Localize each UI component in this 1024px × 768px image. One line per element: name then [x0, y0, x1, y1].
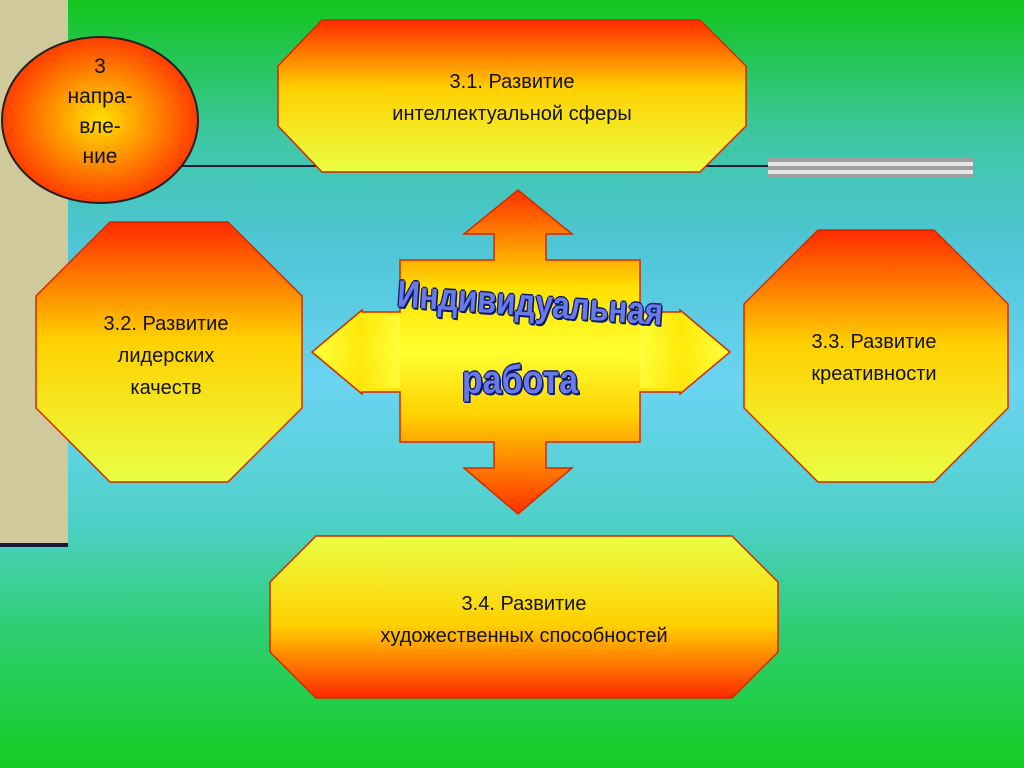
- center-cross-horizontal-highlight: [318, 316, 400, 388]
- center-cross-arrows: [310, 189, 732, 515]
- box-left-line-3: качеств: [130, 377, 202, 399]
- box-top-line-1: 3.1. Развитие: [449, 71, 575, 93]
- side-divider: [0, 543, 68, 547]
- box-bottom-line-2: художественных способностей: [380, 625, 668, 647]
- box-right-line-2: креативности: [811, 363, 937, 385]
- center-title-line-2: работа: [461, 358, 579, 402]
- direction-badge: 3 напра- вле- ние: [0, 52, 200, 172]
- box-left-label: 3.2. Развитие лидерских качеств: [46, 308, 286, 404]
- box-top-shape: [277, 19, 747, 173]
- badge-circle: [1, 36, 199, 204]
- badge-line-3: вле-: [79, 115, 121, 138]
- box-bottom-line-1: 3.4. Развитие: [461, 593, 587, 615]
- box-left-line-1: 3.2. Развитие: [103, 313, 229, 335]
- box-top-line-2: интеллектуальной сферы: [392, 103, 632, 125]
- box-left-shape: [35, 221, 303, 483]
- badge-line-1: 3: [94, 55, 106, 78]
- box-left-line-2: лидерских: [117, 345, 215, 367]
- box-right-shape: [743, 229, 1009, 483]
- box-right-label: 3.3. Развитие креативности: [752, 326, 996, 390]
- grey-stripe-decoration: [768, 158, 973, 178]
- badge-line-2: напра-: [67, 85, 133, 108]
- center-cross-horizontal-highlight-right: [640, 316, 724, 388]
- box-bottom-label: 3.4. Развитие художественных способносте…: [290, 588, 758, 652]
- box-right-line-1: 3.3. Развитие: [811, 331, 937, 353]
- badge-line-4: ние: [82, 145, 118, 168]
- box-top-label: 3.1. Развитие интеллектуальной сферы: [300, 66, 724, 130]
- box-bottom-shape: [269, 535, 779, 699]
